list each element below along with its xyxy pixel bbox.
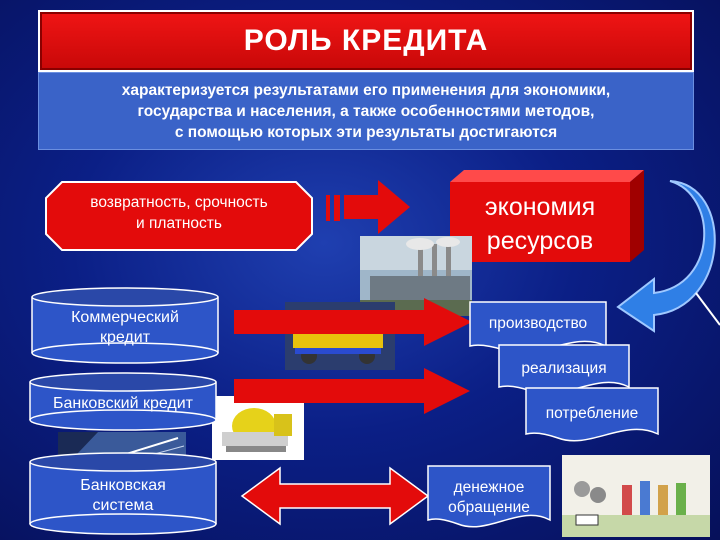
title-banner: РОЛЬ КРЕДИТА (38, 10, 694, 72)
principles-line: возвратность, срочность (50, 192, 308, 213)
economy-line: ресурсов (450, 224, 630, 258)
production-label: производство (468, 315, 608, 333)
commercial-credit-line: кредит (32, 328, 218, 348)
description-line: с помощью которых эти результаты достига… (122, 122, 611, 143)
money-circulation-line: обращение (426, 498, 552, 518)
bank-system-line: система (28, 496, 218, 516)
principles-line: и платность (50, 213, 308, 234)
realization-label: реализация (497, 360, 631, 378)
commercial-credit-line: Коммерческий (32, 308, 218, 328)
striped-arrow (326, 178, 412, 236)
double-arrow (240, 464, 430, 528)
arrow-bank-to-consumption (234, 366, 472, 416)
description-line: государства и населения, а также особенн… (122, 101, 611, 122)
money-circulation-label: денежное обращение (426, 478, 552, 518)
description-text: характеризуется результатами его примене… (122, 80, 611, 143)
curved-arrow (610, 175, 720, 335)
money-circulation-line: денежное (426, 478, 552, 498)
economy-line: экономия (450, 190, 630, 224)
economy-label: экономия ресурсов (450, 190, 630, 258)
description-line: характеризуется результатами его примене… (122, 80, 611, 101)
bank-credit-label: Банковский кредит (28, 394, 218, 414)
arrow-commercial-to-production (234, 296, 474, 348)
consumption-label: потребление (524, 405, 660, 423)
bank-system-line: Банковская (28, 476, 218, 496)
people-image (562, 455, 710, 537)
page-title: РОЛЬ КРЕДИТА (244, 24, 489, 58)
bank-system-label: Банковская система (28, 476, 218, 516)
description-panel: характеризуется результатами его примене… (38, 72, 694, 150)
commercial-credit-label: Коммерческий кредит (32, 308, 218, 348)
principles-label: возвратность, срочность и платность (50, 192, 308, 234)
